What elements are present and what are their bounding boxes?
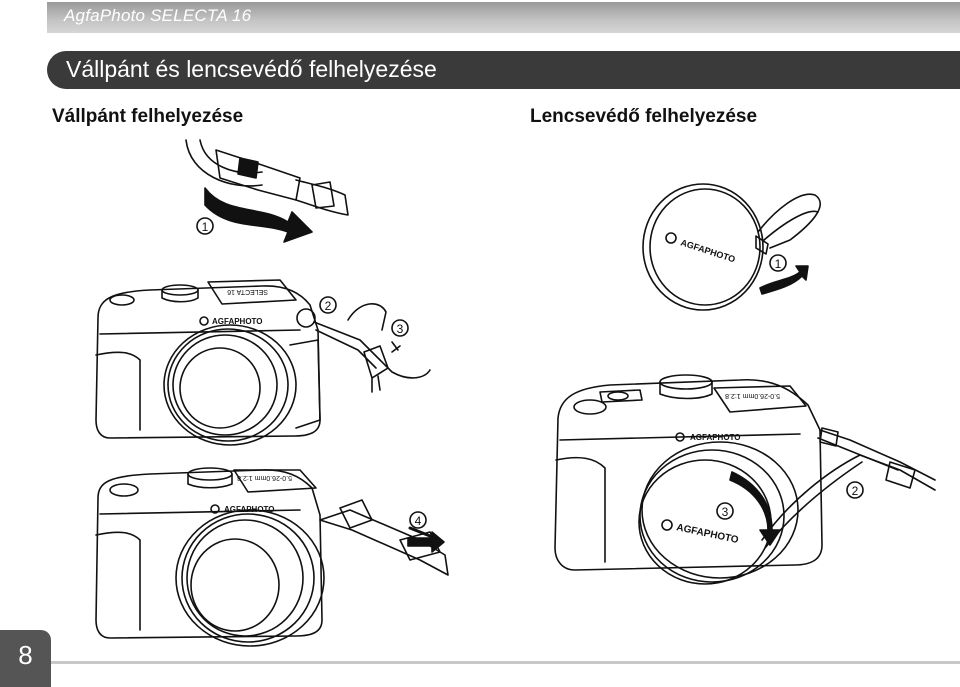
camera-text: 5.0-26.0mm 1:2.8: [237, 474, 292, 481]
section-bar: [47, 51, 960, 89]
step-marker-2-right: 2: [846, 481, 864, 499]
cap-brand: AGFAPHOTO: [675, 522, 739, 546]
header-bar: [47, 2, 960, 33]
arrow-icon: [759, 265, 809, 295]
step-label: 3: [722, 505, 729, 519]
camera-illustration-2: 5.0-26.0mm 1:2.8 AGFAPHOTO: [95, 467, 325, 647]
arrow-icon: [407, 531, 445, 553]
step-label: 2: [325, 299, 332, 313]
section-title: Vállpánt és lencsevédő felhelyezése: [66, 56, 437, 82]
step-label: 4: [415, 514, 422, 528]
strap-attachment-1: [296, 303, 431, 393]
step-label: 2: [852, 484, 859, 498]
cap-brand: AGFAPHOTO: [679, 237, 736, 264]
step-marker-2-left: 2: [319, 296, 337, 314]
camera-brand: AGFAPHOTO: [212, 317, 263, 326]
camera-brand: AGFAPHOTO: [690, 433, 741, 442]
step-label: 3: [397, 322, 404, 336]
camera-text: SELECTA 16: [227, 288, 268, 295]
footer-rule: [51, 661, 960, 664]
page-number: 8: [18, 640, 33, 670]
step-label: 1: [775, 257, 782, 271]
step-label: 1: [202, 220, 209, 234]
arrow-icon: [729, 471, 781, 546]
page-number-box: [0, 630, 51, 687]
brand-title: AgfaPhoto SELECTA 16: [64, 6, 252, 25]
step-marker-1-right: 1: [769, 254, 787, 272]
step-marker-1-left: 1: [196, 217, 214, 235]
step-marker-3-right: 3: [716, 502, 734, 520]
camera-illustration-3: 5.0-26.0mm 1:2.8 AGFAPHOTO AGFAPHOTO: [554, 374, 823, 585]
camera-illustration-1: SELECTA 16 AGFAPHOTO: [95, 279, 321, 446]
camera-text: 5.0-26.0mm 1:2.8: [725, 392, 780, 399]
arrow-icon: [204, 187, 313, 243]
strap-detail-illustration: [185, 139, 349, 216]
camera-brand: AGFAPHOTO: [224, 505, 275, 514]
subtitle-strap: Vállpánt felhelyezése: [52, 106, 244, 127]
lens-cap-illustration: AGFAPHOTO: [642, 183, 821, 311]
step-marker-3-left: 3: [391, 319, 409, 337]
subtitle-lens-cap: Lencsevédő felhelyezése: [530, 106, 758, 127]
step-marker-4-left: 4: [409, 511, 427, 529]
cap-cord-strap: [761, 427, 936, 549]
